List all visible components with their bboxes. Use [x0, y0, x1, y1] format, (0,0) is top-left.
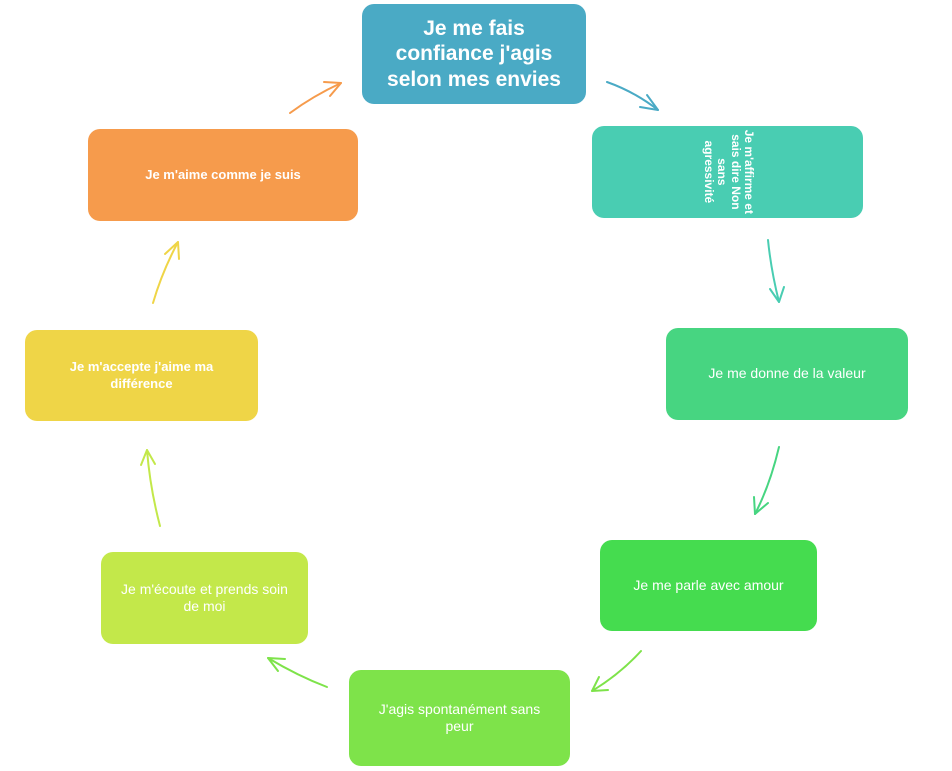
arrow-n1-to-n2	[606, 81, 659, 111]
node-ecoute-label: Je m'écoute et prends soin de moi	[121, 580, 288, 615]
node-parle-amour: Je me parle avec amour	[600, 540, 817, 631]
arrow-n7-to-n8	[152, 241, 180, 304]
arrow-n6-to-n7	[140, 449, 161, 527]
node-affirmation-label: Je m'affirme et sais dire Non sans agres…	[701, 129, 756, 215]
node-affirmation: Je m'affirme et sais dire Non sans agres…	[592, 126, 863, 218]
arrow-n8-to-n1	[289, 81, 342, 114]
node-valeur-label: Je me donne de la valeur	[708, 365, 866, 382]
arrow-n2-to-n3	[767, 239, 785, 303]
arrow-n4-to-n5	[591, 650, 642, 692]
node-confiance: Je me fais confiance j'agis selon mes en…	[362, 4, 586, 104]
node-ecoute: Je m'écoute et prends soin de moi	[101, 552, 308, 644]
arrow-n3-to-n4	[753, 446, 780, 515]
arrow-n5-to-n6	[267, 657, 328, 688]
node-aime: Je m'aime comme je suis	[88, 129, 358, 221]
node-spontane: J'agis spontanément sans peur	[349, 670, 570, 766]
node-valeur: Je me donne de la valeur	[666, 328, 908, 420]
node-spontane-label: J'agis spontanément sans peur	[378, 700, 541, 735]
node-parle-amour-label: Je me parle avec amour	[633, 576, 784, 593]
node-accepte-label: Je m'accepte j'aime ma différence	[69, 359, 214, 391]
node-confiance-label: Je me fais confiance j'agis selon mes en…	[387, 16, 561, 91]
node-aime-label: Je m'aime comme je suis	[145, 166, 301, 182]
node-accepte: Je m'accepte j'aime ma différence	[25, 330, 258, 421]
